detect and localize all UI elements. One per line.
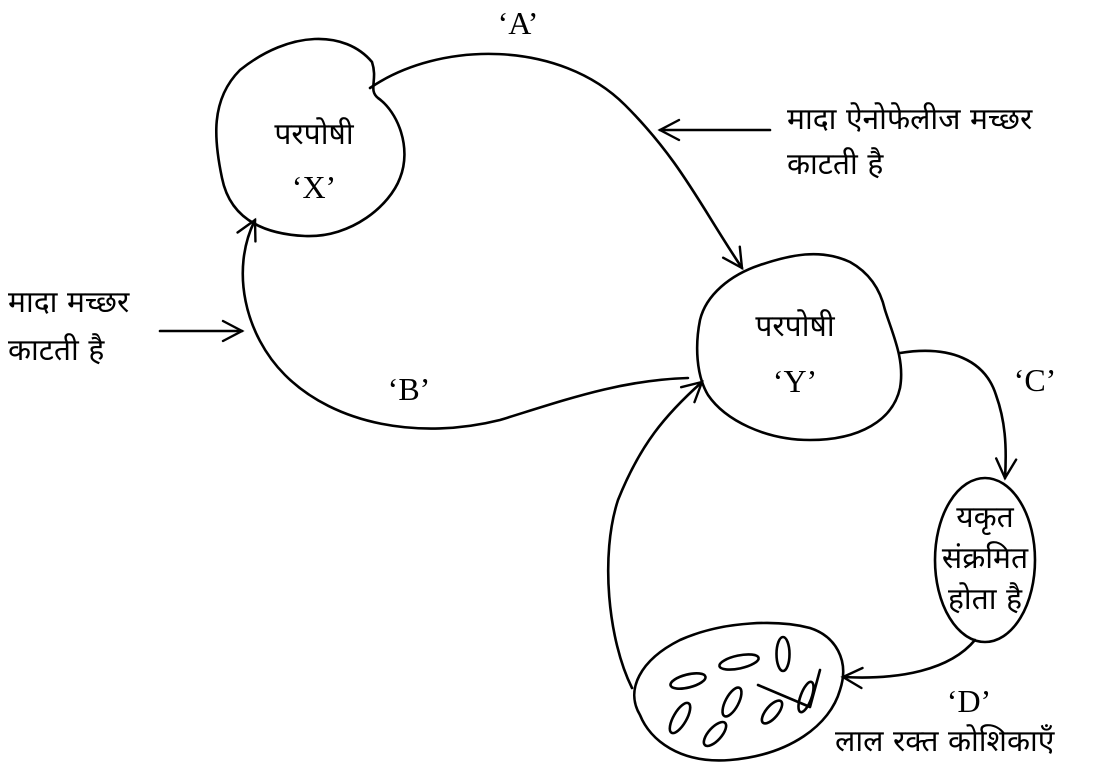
label-c: ‘C’	[1014, 362, 1057, 398]
host-y-tag: ‘Y’	[773, 363, 817, 399]
arrow-a	[368, 52, 744, 271]
rbc-label: लाल रक्त कोशिकाएँ	[835, 724, 1056, 759]
host-x-title: परपोषी	[274, 117, 354, 152]
rbc-cell	[668, 701, 692, 735]
mosquito-text-line1: मादा मच्छर	[8, 285, 130, 320]
rbc-cell	[702, 720, 728, 748]
liver-line1: यकृत	[956, 500, 1014, 536]
host-y-outline	[695, 252, 903, 442]
rbc-outline	[633, 621, 845, 762]
liver-node: यकृत संक्रमित होता है	[933, 476, 1037, 644]
mosquito-text-line2: काटती है	[8, 333, 105, 368]
arrow-c	[898, 349, 1018, 481]
rbc-pointer-line	[756, 668, 822, 709]
host-x-outline	[214, 37, 406, 238]
red-blood-cells-node	[633, 621, 845, 762]
rbc-cell	[760, 699, 784, 725]
liver-outline	[933, 476, 1037, 644]
arrow-d	[840, 638, 977, 690]
anopheles-text-line2: काटती है	[787, 147, 884, 182]
rbc-cell	[718, 653, 760, 671]
label-d: ‘D’	[947, 683, 991, 719]
rbc-cell	[721, 686, 743, 718]
host-y-node: परपोषी ‘Y’	[695, 252, 903, 442]
anopheles-text-line1: मादा ऐनोफेलीज मच्छर	[787, 102, 1033, 137]
host-x-tag: ‘X’	[292, 169, 336, 205]
liver-line2: संक्रमित	[942, 541, 1029, 576]
host-x-node: परपोषी ‘X’	[214, 37, 406, 238]
liver-line3: होता है	[948, 582, 1023, 617]
arrow-rbc-to-y	[606, 380, 704, 690]
label-b: ‘B’	[388, 371, 431, 407]
arrow-b	[236, 217, 690, 430]
rbc-cell	[669, 672, 707, 690]
host-y-title: परपोषी	[755, 309, 835, 344]
rbc-cell	[775, 635, 791, 673]
label-a: ‘A’	[498, 5, 539, 41]
